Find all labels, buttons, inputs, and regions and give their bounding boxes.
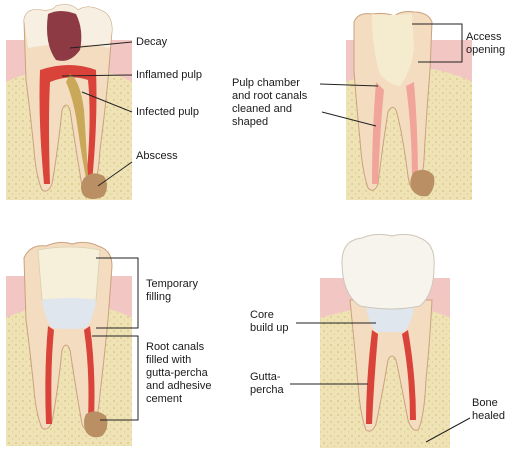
panel-crown-healed <box>290 233 471 448</box>
leader-decay <box>69 41 133 49</box>
filled-root-canal <box>84 326 95 420</box>
label-line: Access <box>466 31 502 43</box>
core-build-up <box>366 306 414 332</box>
label-line: healed <box>472 410 506 422</box>
panel-decayed-tooth <box>6 4 133 200</box>
leader-pulp-chamber <box>319 83 379 87</box>
label-line: and adhesive <box>146 380 212 392</box>
label-line: opening <box>466 44 506 56</box>
leader-root-canals <box>321 111 377 127</box>
temporary-filling-material <box>37 246 101 301</box>
label-line: Root canals <box>146 341 205 353</box>
label-line: percha <box>250 384 284 396</box>
label-gutta-percha: Gutta- percha <box>250 371 284 397</box>
leader-abscess <box>97 161 133 187</box>
abscess-blob <box>81 173 107 199</box>
infected-pulp-region <box>66 74 90 188</box>
abscess-blob <box>84 411 108 438</box>
label-temporary-filling: Temporary filling <box>146 278 198 304</box>
decay-cavity <box>47 11 82 61</box>
cotton-pellet <box>42 298 96 329</box>
crown <box>341 233 435 310</box>
label-line: Bone <box>472 397 498 409</box>
label-access-opening: Access opening <box>466 31 505 57</box>
label-line: filling <box>146 291 172 303</box>
label-line: shaped <box>232 116 269 128</box>
label-line: and root canals <box>232 90 308 102</box>
label-core-build-up: Core build up <box>250 309 289 335</box>
label-line: cement <box>146 393 183 405</box>
pulp-canal <box>39 65 97 184</box>
label-decay: Decay <box>136 36 168 48</box>
leader-inflamed-pulp <box>61 74 133 77</box>
label-line: gutta-percha <box>146 367 208 379</box>
label-inflamed-pulp: Inflamed pulp <box>136 69 203 81</box>
bracket-root-canals <box>92 335 139 421</box>
cleaned-canal <box>372 82 384 184</box>
leader-infected-pulp <box>81 91 133 113</box>
panel-access-opening <box>319 11 472 200</box>
filled-root-canal <box>45 326 54 424</box>
abscess-blob <box>410 169 435 197</box>
gutta-percha-canal <box>402 330 416 420</box>
panel-temporary-filling <box>6 241 139 446</box>
label-bone-healed: Bone healed <box>472 397 505 423</box>
label-abscess: Abscess <box>136 150 178 162</box>
label-infected-pulp: Infected pulp <box>136 106 199 118</box>
gutta-percha-canal <box>366 330 378 424</box>
label-pulp-chamber: Pulp chamber and root canals cleaned and… <box>232 77 307 129</box>
label-root-canals: Root canals filled with gutta-percha and… <box>146 341 211 406</box>
bracket-access-opening <box>412 23 463 63</box>
leader-bone-healed <box>425 417 471 443</box>
label-line: filled with <box>146 354 192 366</box>
label-line: cleaned and <box>232 103 292 115</box>
label-line: Pulp chamber <box>232 77 300 89</box>
label-line: build up <box>250 322 289 334</box>
bracket-temporary-filling <box>96 257 139 329</box>
access-cavity <box>372 14 414 86</box>
label-line: Core <box>250 309 274 321</box>
label-line: Temporary <box>146 278 198 290</box>
label-line: Gutta- <box>250 371 281 383</box>
cleaned-canal <box>406 82 418 180</box>
